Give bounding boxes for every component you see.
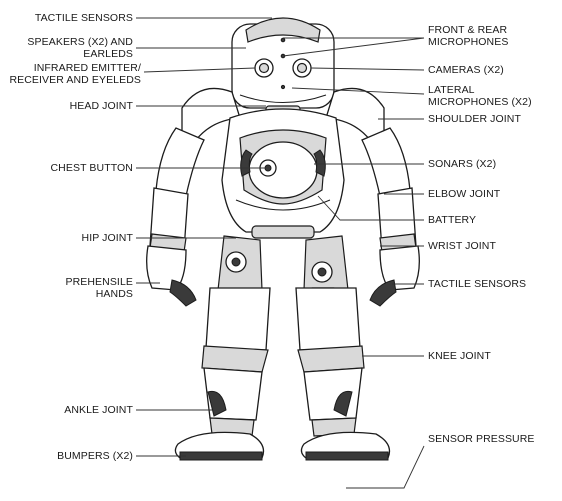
label-battery: BATTERY <box>428 214 476 226</box>
label-front-rear-line1: FRONT & REAR <box>428 24 508 36</box>
label-wrist-joint: WRIST JOINT <box>428 240 496 252</box>
label-prehensile-line1: PREHENSILE <box>20 276 133 288</box>
robot-left-arm <box>147 128 204 306</box>
label-head-joint: HEAD JOINT <box>20 100 133 112</box>
label-knee-joint: KNEE JOINT <box>428 350 491 362</box>
label-chest-button: CHEST BUTTON <box>20 162 133 174</box>
robot-right-leg <box>296 288 390 460</box>
label-infrared-line2: RECEIVER AND EYELEDS <box>4 74 141 86</box>
label-ankle-joint: ANKLE JOINT <box>20 404 133 416</box>
label-speakers-earleds: SPEAKERS (X2) AND EARLEDS <box>20 36 133 60</box>
label-prehensile-line2: HANDS <box>20 288 133 300</box>
label-prehensile-hands: PREHENSILE HANDS <box>20 276 133 300</box>
robot-torso <box>222 109 344 238</box>
label-speakers-line1: SPEAKERS (X2) AND <box>20 36 133 48</box>
label-tactile-sensors-hand: TACTILE SENSORS <box>428 278 526 290</box>
label-front-rear-microphones: FRONT & REAR MICROPHONES <box>428 24 508 48</box>
label-bumpers: BUMPERS (X2) <box>20 450 133 462</box>
label-lateral-line2: MICROPHONES (X2) <box>428 96 532 108</box>
label-infrared-line1: INFRARED EMITTER/ <box>4 62 141 74</box>
label-sensor-pressure: SENSOR PRESSURE <box>428 433 535 445</box>
label-tactile-sensors-head: TACTILE SENSORS <box>20 12 133 24</box>
robot-right-arm <box>362 128 419 306</box>
label-elbow-joint: ELBOW JOINT <box>428 188 500 200</box>
label-front-rear-line2: MICROPHONES <box>428 36 508 48</box>
label-shoulder-joint: SHOULDER JOINT <box>428 113 521 125</box>
label-lateral-microphones: LATERAL MICROPHONES (X2) <box>428 84 532 108</box>
label-lateral-line1: LATERAL <box>428 84 532 96</box>
label-cameras: CAMERAS (X2) <box>428 64 504 76</box>
label-speakers-line2: EARLEDS <box>20 48 133 60</box>
label-sonars: SONARS (X2) <box>428 158 496 170</box>
robot-left-leg <box>175 288 270 460</box>
label-hip-joint: HIP JOINT <box>20 232 133 244</box>
robot-head <box>232 18 334 108</box>
label-infrared-emitter: INFRARED EMITTER/ RECEIVER AND EYELEDS <box>4 62 141 86</box>
